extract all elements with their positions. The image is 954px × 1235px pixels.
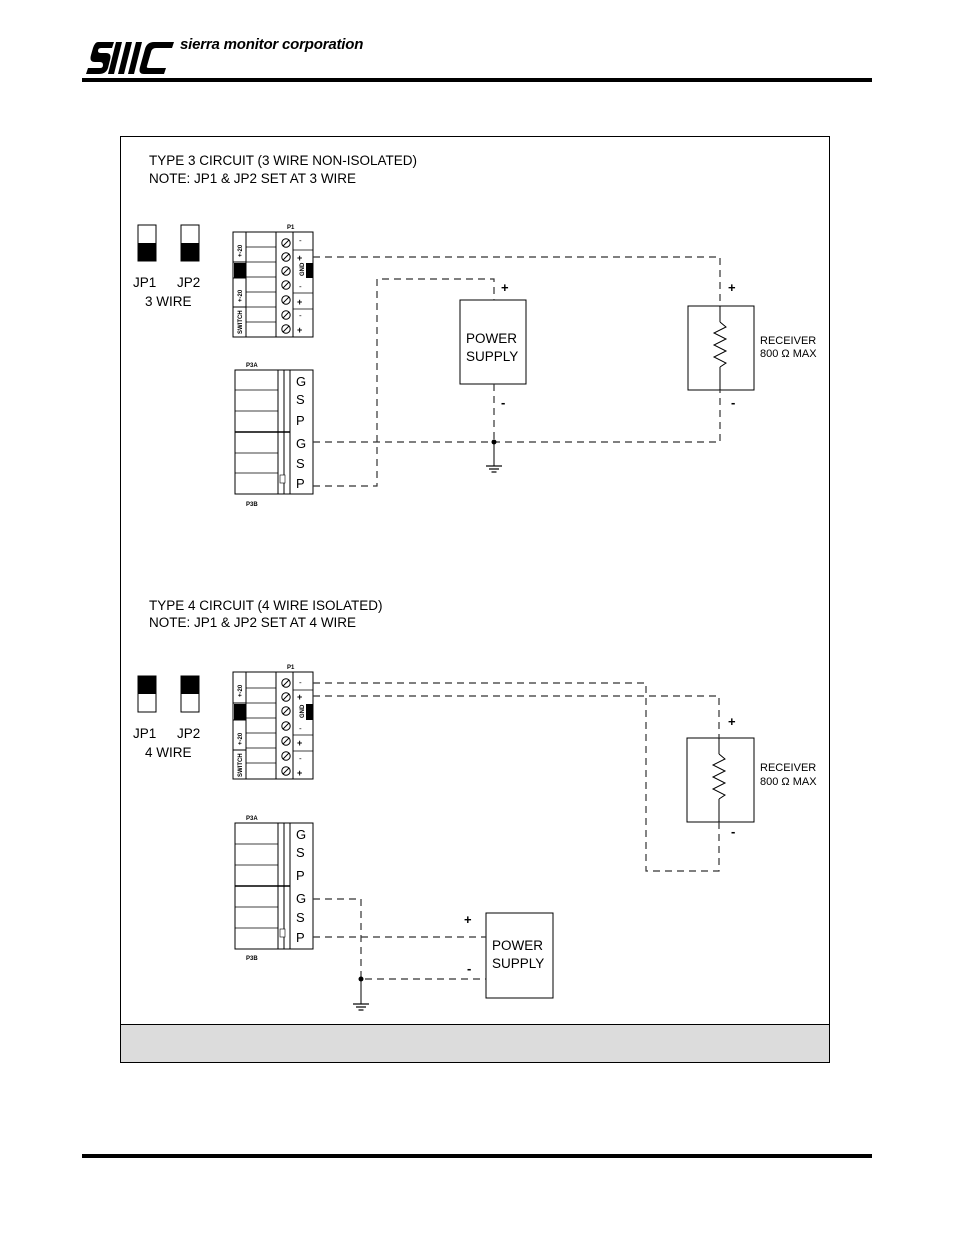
type4-p3a-label: P3A bbox=[246, 816, 258, 822]
smc-logo bbox=[86, 42, 174, 74]
type3-p1-plus-2: + bbox=[297, 297, 302, 307]
type3-receiver-label-1: RECEIVER bbox=[760, 335, 816, 347]
type3-receiver-label-2: 800 Ω MAX bbox=[760, 348, 817, 360]
type3-ground-icon bbox=[485, 457, 503, 473]
type4-p1-label: P1 bbox=[287, 665, 295, 671]
company-name: sierra monitor corporation bbox=[180, 36, 364, 53]
type4-power-supply: POWER SUPPLY + - bbox=[464, 912, 554, 999]
type4-jp2-label: JP2 bbox=[177, 726, 200, 741]
type3-ps-plus: + bbox=[501, 280, 509, 295]
type3-terminal-s1: S bbox=[296, 392, 305, 407]
type3-power-supply: POWER SUPPLY + - bbox=[459, 280, 527, 410]
type3-jp1-jumper bbox=[137, 224, 157, 262]
type4-p1-terminal-block: P1 +-20 GND bbox=[232, 665, 314, 780]
type4-wiring bbox=[313, 682, 720, 980]
type4-terminal-g2: G bbox=[296, 891, 306, 906]
type3-receiver: RECEIVER 800 Ω MAX + - bbox=[687, 280, 817, 410]
type3-terminal-p2: P bbox=[296, 476, 305, 491]
type3-p1-minus-1: - bbox=[299, 236, 302, 245]
type3-terminal-p1: P bbox=[296, 413, 305, 428]
type4-ps-minus: - bbox=[467, 961, 471, 976]
type3-p1-plus-3: + bbox=[297, 325, 302, 335]
type3-terminal-g1: G bbox=[296, 374, 306, 389]
type4-p1-minus-2: - bbox=[299, 724, 302, 733]
type3-resistor-icon bbox=[712, 321, 728, 368]
type4-block-label-switch: SWITCH bbox=[238, 753, 244, 777]
type4-p1-plus-1: + bbox=[297, 692, 302, 702]
type3-p1-minus-2: - bbox=[299, 282, 302, 291]
type4-title: TYPE 4 CIRCUIT (4 WIRE ISOLATED) bbox=[149, 598, 383, 613]
type4-resistor-icon bbox=[711, 753, 727, 800]
type4-p1-minus-3: - bbox=[299, 754, 302, 763]
type3-receiver-minus: - bbox=[731, 395, 735, 410]
type4-receiver-plus: + bbox=[728, 714, 736, 729]
type3-block-label-20b: +-20 bbox=[238, 289, 244, 302]
type3-circuit: TYPE 3 CIRCUIT (3 WIRE NON-ISOLATED) NOT… bbox=[133, 153, 817, 508]
type3-title: TYPE 3 CIRCUIT (3 WIRE NON-ISOLATED) bbox=[149, 153, 417, 168]
type4-note: NOTE: JP1 & JP2 SET AT 4 WIRE bbox=[149, 615, 356, 630]
type4-terminal-g1: G bbox=[296, 827, 306, 842]
type3-block-label-gnd: GND bbox=[300, 262, 306, 276]
type3-jumper-mode: 3 WIRE bbox=[145, 294, 192, 309]
type3-block-label-switch: SWITCH bbox=[238, 310, 244, 334]
type3-p1-label: P1 bbox=[287, 225, 295, 231]
type4-terminal-s2: S bbox=[296, 910, 305, 925]
type3-note: NOTE: JP1 & JP2 SET AT 3 WIRE bbox=[149, 171, 356, 186]
type4-jp1-label: JP1 bbox=[133, 726, 156, 741]
type4-receiver: RECEIVER 800 Ω MAX + - bbox=[686, 714, 817, 839]
type3-terminal-g2: G bbox=[296, 436, 306, 451]
type4-receiver-label-2: 800 Ω MAX bbox=[760, 776, 817, 788]
type3-ps-minus: - bbox=[501, 395, 505, 410]
type4-jp1-jumper bbox=[137, 675, 157, 713]
type3-p1-minus-3: - bbox=[299, 311, 302, 320]
type4-receiver-label-1: RECEIVER bbox=[760, 762, 816, 774]
type3-terminal-s2: S bbox=[296, 456, 305, 471]
type3-p1-plus-1: + bbox=[297, 253, 302, 263]
type4-p1-plus-2: + bbox=[297, 738, 302, 748]
type3-jp1-label: JP1 bbox=[133, 275, 156, 290]
type3-jp2-jumper bbox=[180, 224, 200, 262]
type4-p1-plus-3: + bbox=[297, 768, 302, 778]
type4-ps-plus: + bbox=[464, 912, 472, 927]
type4-receiver-minus: - bbox=[731, 824, 735, 839]
type4-terminal-s1: S bbox=[296, 845, 305, 860]
type4-p3b-label: P3B bbox=[246, 956, 258, 962]
type3-p3a-label: P3A bbox=[246, 363, 258, 369]
type4-jp2-jumper bbox=[180, 675, 200, 713]
type3-p1-terminal-block: P1 +-20 GND bbox=[232, 225, 314, 338]
type3-receiver-plus: + bbox=[728, 280, 736, 295]
type3-jp2-label: JP2 bbox=[177, 275, 200, 290]
type4-circuit: TYPE 4 CIRCUIT (4 WIRE ISOLATED) NOTE: J… bbox=[133, 598, 817, 1011]
header-rule bbox=[82, 78, 872, 82]
type4-block-label-gnd: GND bbox=[300, 704, 306, 718]
type3-p3-terminal-block: P3A P3B G S P G S P bbox=[234, 363, 314, 508]
type3-power-supply-label-1: POWER bbox=[466, 331, 517, 346]
type3-p3b-label: P3B bbox=[246, 502, 258, 508]
type4-jumper-mode: 4 WIRE bbox=[145, 745, 192, 760]
type4-ground-icon bbox=[352, 995, 370, 1011]
type4-terminal-p2: P bbox=[296, 930, 305, 945]
type4-terminal-p1: P bbox=[296, 868, 305, 883]
figure-caption-bar bbox=[120, 1024, 830, 1063]
type4-power-supply-label-1: POWER bbox=[492, 938, 543, 953]
type4-block-label-20a: +-20 bbox=[238, 684, 244, 697]
type4-power-supply-label-2: SUPPLY bbox=[492, 956, 544, 971]
footer-rule bbox=[82, 1154, 872, 1158]
type3-wiring bbox=[313, 256, 721, 487]
type4-block-label-20b: +-20 bbox=[238, 732, 244, 745]
type4-p3-terminal-block: P3A P3B G S P G S P bbox=[234, 816, 314, 962]
type3-block-label-20a: +-20 bbox=[238, 244, 244, 257]
type4-p1-minus-1: - bbox=[299, 678, 302, 687]
type3-power-supply-label-2: SUPPLY bbox=[466, 349, 518, 364]
